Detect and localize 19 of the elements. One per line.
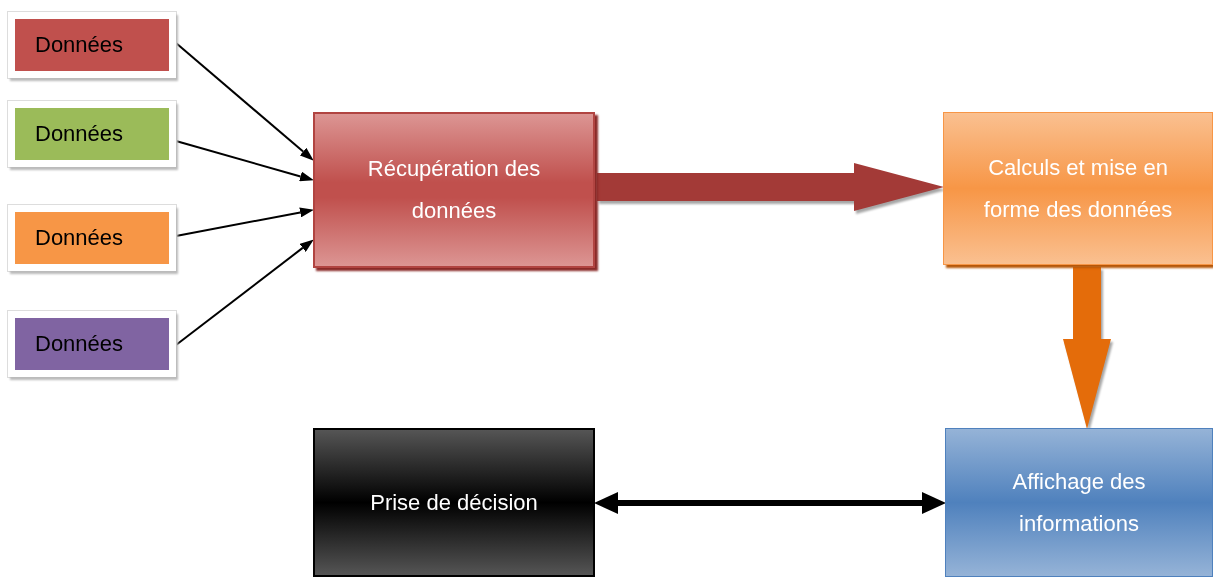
block-arrow <box>597 163 944 211</box>
arrow <box>175 42 314 161</box>
box-label: Données <box>35 120 124 149</box>
arrow <box>175 239 314 346</box>
box-label: Affichage des informations <box>1011 467 1147 538</box>
block-arrow <box>1063 267 1111 429</box>
box-label: Données <box>35 31 124 60</box>
box-label: Calculs et mise en forme des données <box>982 153 1174 224</box>
arrow <box>175 207 314 237</box>
process-box <box>943 112 1213 265</box>
box-label: Récupération des données <box>366 155 542 225</box>
arrow <box>594 492 946 514</box>
process-box <box>313 112 595 268</box>
box-label: Données <box>35 330 124 359</box>
box-label: Prise de décision <box>369 488 539 517</box>
process-box <box>945 428 1213 577</box>
process-box <box>313 428 595 577</box>
box-label: Données <box>35 224 124 253</box>
arrow <box>175 140 314 182</box>
